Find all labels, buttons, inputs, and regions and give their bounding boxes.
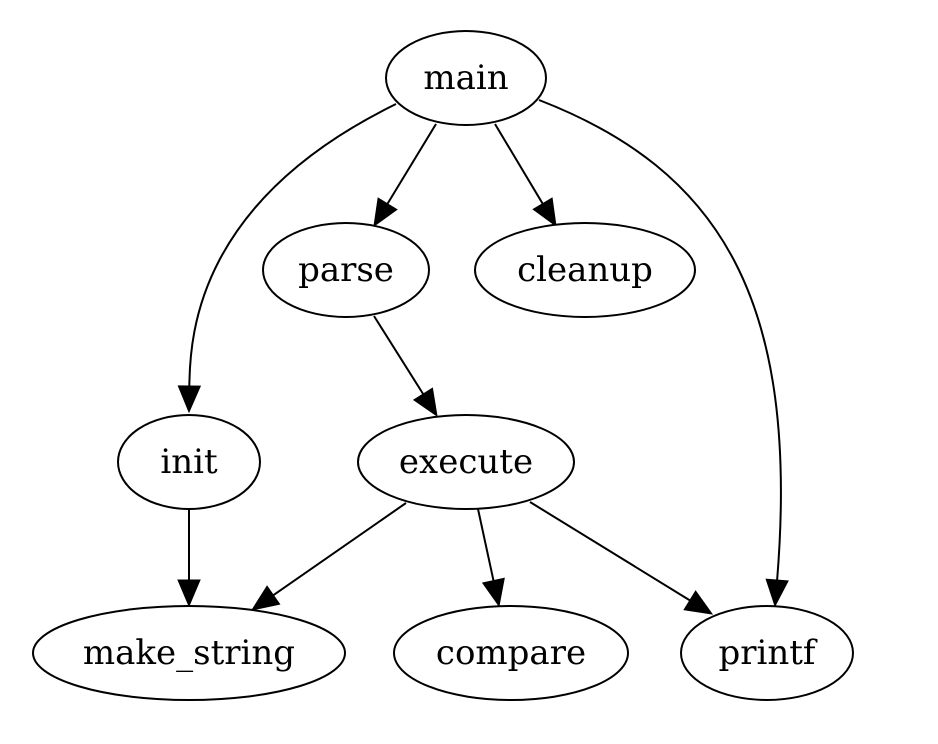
node-make-string: make_string (32, 605, 346, 701)
arrowhead-icon (481, 577, 505, 608)
edge-line (373, 315, 424, 395)
node-ellipse (680, 605, 854, 701)
edge-init-to-make_string (177, 510, 201, 608)
node-compare: compare (393, 605, 629, 701)
arrowhead-icon (177, 385, 202, 414)
node-cleanup: cleanup (474, 222, 696, 318)
edge-main-to-printf (538, 99, 789, 608)
node-ellipse (385, 30, 547, 126)
node-label: execute (399, 442, 533, 482)
nodes: main parse cleanup init execute make_string co… (32, 30, 854, 701)
arrowhead-icon (373, 197, 398, 228)
edge-line (188, 103, 397, 387)
node-label: make_string (83, 633, 295, 673)
edge-line (272, 502, 407, 596)
edge-line (477, 508, 495, 581)
node-ellipse (262, 222, 430, 318)
node-ellipse (32, 605, 346, 701)
node-label: init (160, 442, 218, 482)
node-ellipse (474, 222, 696, 318)
node-label: cleanup (517, 250, 653, 290)
edge-main-to-cleanup (494, 123, 557, 228)
edge-line (386, 123, 437, 205)
node-printf: printf (680, 605, 854, 701)
arrowhead-icon (177, 579, 201, 608)
edge-line (494, 123, 544, 205)
edge-execute-to-make_string (250, 502, 407, 611)
arrowhead-icon (683, 590, 714, 615)
node-ellipse (117, 414, 261, 510)
node-label: main (423, 58, 508, 98)
node-ellipse (393, 605, 629, 701)
node-main: main (385, 30, 547, 126)
node-label: compare (436, 633, 586, 673)
edge-main-to-init (177, 103, 397, 414)
arrowhead-icon (765, 578, 789, 608)
arrowhead-icon (250, 585, 281, 611)
node-parse: parse (262, 222, 430, 318)
edge-line (529, 501, 691, 602)
node-init: init (117, 414, 261, 510)
edge-execute-to-compare (477, 508, 505, 608)
arrowhead-icon (412, 387, 438, 418)
edge-execute-to-printf (529, 501, 714, 615)
node-label: parse (298, 250, 394, 290)
node-label: printf (718, 633, 817, 673)
edge-line (538, 99, 782, 581)
edge-parse-to-execute (373, 315, 438, 418)
edge-main-to-parse (373, 123, 437, 228)
node-execute: execute (357, 414, 575, 510)
arrowhead-icon (532, 197, 557, 228)
node-ellipse (357, 414, 575, 510)
edges (177, 99, 789, 615)
